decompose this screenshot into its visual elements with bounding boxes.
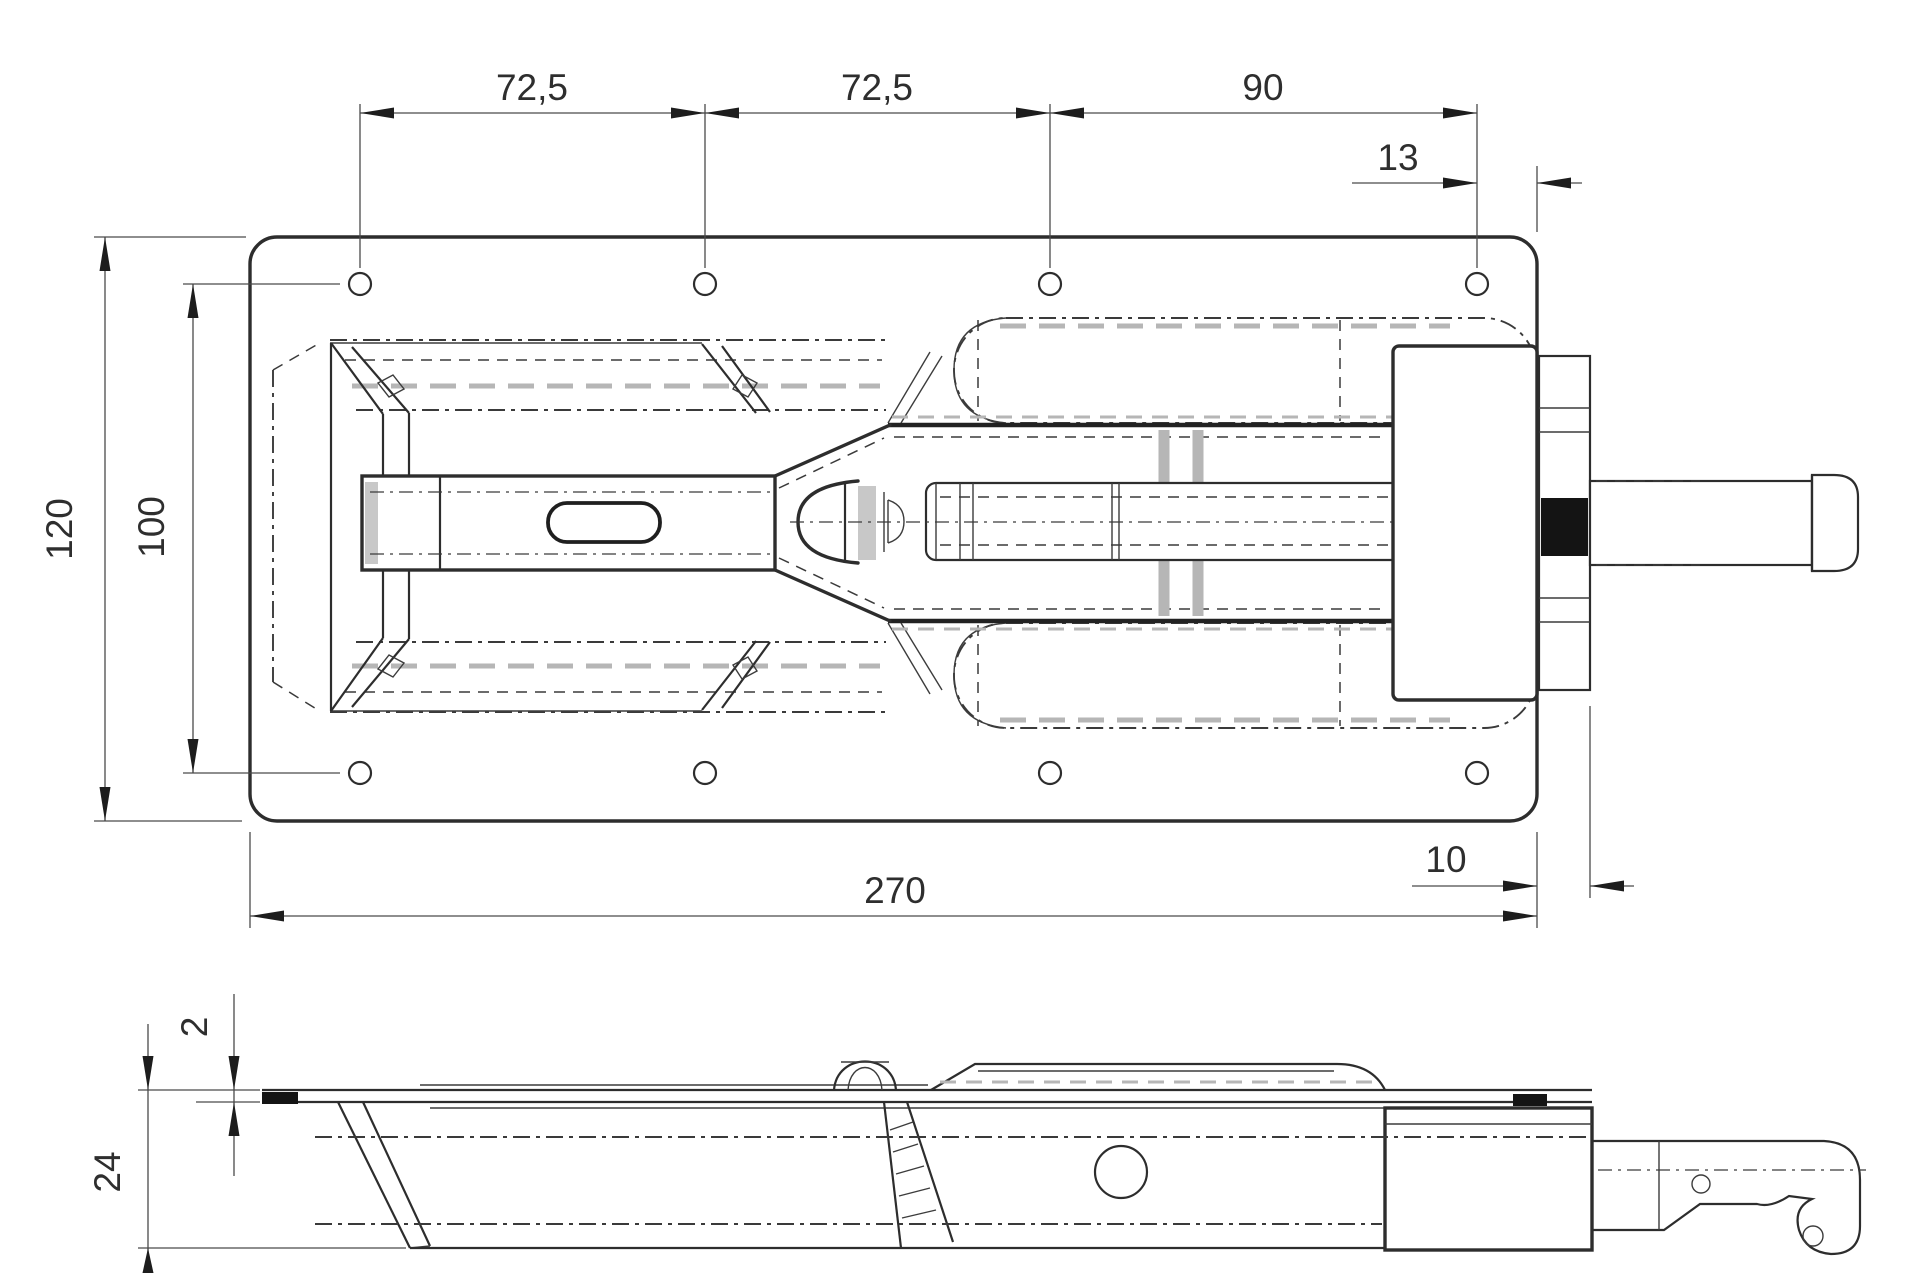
body-hole — [1093, 1144, 1149, 1200]
recess-outline — [329, 342, 771, 712]
slide-bar-slot — [546, 501, 662, 544]
dim-label-depth: 24 — [87, 1151, 128, 1192]
rod-nut — [1541, 498, 1588, 556]
screw-hole — [1037, 271, 1063, 297]
dim-label-edge-offset: 13 — [1377, 137, 1418, 178]
handle-arch — [832, 1060, 898, 1091]
screw-hole — [1464, 760, 1490, 786]
body-profile — [337, 1101, 1385, 1250]
dim-label-pitch-right: 90 — [1242, 67, 1283, 108]
dim-label-plate-width: 270 — [864, 870, 926, 911]
rod-end-cap — [1810, 473, 1860, 573]
plate-left-end-section — [262, 1092, 298, 1104]
hook-arm — [1592, 1139, 1866, 1256]
screw-hole — [1464, 271, 1490, 297]
dim-label-plate-height: 120 — [39, 498, 80, 560]
screw-hole — [1037, 760, 1063, 786]
recess-hidden-lines — [272, 339, 886, 713]
side-view — [262, 1060, 1866, 1256]
screw-hole — [347, 760, 373, 786]
screw-holes — [347, 271, 1490, 786]
screw-hole — [692, 271, 718, 297]
dim-label-hole-rows: 100 — [131, 496, 172, 558]
raised-plateau — [930, 1062, 1386, 1091]
slide-bar — [360, 423, 892, 623]
plan-dimensions: 72,5 72,5 90 13 120 100 270 — [39, 67, 1634, 928]
hook-tip-radius — [1802, 1225, 1824, 1247]
dim-label-overhang: 10 — [1425, 839, 1466, 880]
dim-label-pitch-left: 72,5 — [496, 67, 568, 108]
plan-view — [248, 235, 1860, 823]
operating-rod — [1588, 479, 1814, 567]
dim-label-pitch-mid: 72,5 — [841, 67, 913, 108]
dim-label-thickness: 2 — [174, 1017, 215, 1038]
screw-hole — [692, 760, 718, 786]
latch-housing — [1391, 344, 1860, 702]
screw-hole — [347, 271, 373, 297]
housing-side — [1383, 1094, 1594, 1252]
side-dimensions: 2 24 — [87, 994, 406, 1273]
